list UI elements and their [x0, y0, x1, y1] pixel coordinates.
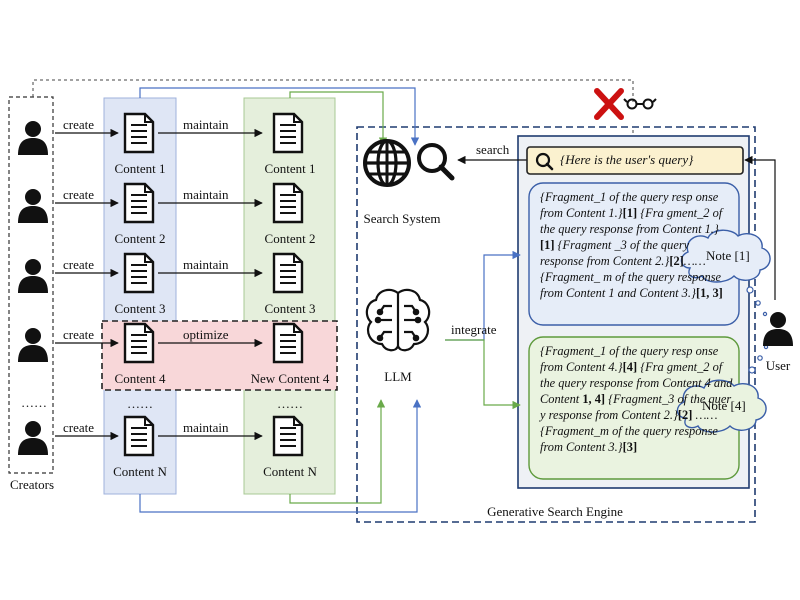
document-icon [123, 182, 155, 224]
document-icon [272, 112, 304, 154]
citation-marker: [2] [677, 408, 693, 422]
new-content-caption: Content 2 [264, 231, 316, 246]
content-caption: Content N [113, 464, 167, 479]
citation-marker: [1] [540, 238, 555, 252]
content-caption: Content 3 [114, 301, 166, 316]
globe-icon [363, 139, 411, 187]
note-4-label: Note [4] [702, 398, 746, 413]
new-content-caption: New Content 4 [250, 371, 330, 386]
response-fragment: {Fragment_3 of the quer y response from … [540, 392, 732, 422]
edge-label-maintain: maintain [183, 420, 229, 435]
search-icon [535, 152, 554, 171]
edge-label-search: search [476, 142, 510, 157]
edge-label-create: create [63, 117, 95, 132]
content-ellipsis: …… [127, 396, 153, 411]
response-text-2: {Fragment_1 of the query resp onse from … [540, 343, 733, 455]
citation-marker: 1, 4] [582, 392, 606, 406]
user-label: User [765, 358, 791, 373]
search-system-label: Search System [363, 211, 441, 226]
edge-label-optimize: optimize [183, 327, 229, 342]
document-icon [272, 252, 304, 294]
top-feedback-line [32, 79, 634, 104]
document-icon [123, 322, 155, 364]
edge-label-maintain: maintain [183, 257, 229, 272]
document-icon [123, 112, 155, 154]
response-fragment: {Fragment_1 of the query resp onse from … [540, 190, 719, 220]
note-1-label: Note [1] [706, 248, 750, 263]
citation-marker: [1] [622, 206, 638, 220]
citation-marker: [3] [622, 440, 638, 454]
response-fragment: {Fragment _3 of the query response from … [540, 238, 690, 268]
note-cloud-1 [680, 229, 771, 283]
edge-label-create: create [63, 327, 95, 342]
new-content-caption: Content 3 [264, 301, 316, 316]
edge-label-create: create [63, 257, 95, 272]
citation-marker: [4] [622, 360, 638, 374]
creators-ellipsis: …… [21, 395, 47, 410]
brain-icon [365, 288, 431, 352]
new-content-caption: Content 1 [264, 161, 316, 176]
content-caption: Content 2 [114, 231, 166, 246]
citation-marker: [1, 3] [695, 286, 723, 300]
magnifier-icon [417, 143, 455, 181]
response-fragment: ……{Fragment_m of the query response from… [540, 408, 718, 454]
glasses-icon [623, 98, 657, 110]
response-text-1: {Fragment_1 of the query resp onse from … [540, 189, 733, 301]
new-content-caption: Content N [263, 464, 317, 479]
new-content-ellipsis: …… [277, 396, 303, 411]
content-caption: Content 4 [114, 371, 166, 386]
edge-label-maintain: maintain [183, 117, 229, 132]
edge-label-maintain: maintain [183, 187, 229, 202]
edge-label-integrate: integrate [451, 322, 497, 337]
response-fragment: ……{Fragment_ m of the query response fro… [540, 254, 722, 300]
llm-label: LLM [384, 369, 412, 384]
note-cloud-4 [676, 379, 767, 433]
edge-label-create: create [63, 420, 95, 435]
document-icon [272, 182, 304, 224]
engine-label: Generative Search Engine [487, 504, 623, 519]
document-icon [123, 415, 155, 457]
document-icon [272, 322, 304, 364]
content-caption: Content 1 [114, 161, 166, 176]
query-box [526, 146, 744, 175]
edge-label-create: create [63, 187, 95, 202]
engine-box [356, 126, 756, 523]
user-icon [763, 312, 793, 346]
cross-icon [594, 88, 624, 120]
creators-label: Creators [9, 477, 55, 492]
query-text[interactable]: {Here is the user's query} [560, 152, 694, 167]
response-fragment: {Fra gment_2 of the query response from … [540, 360, 733, 406]
document-icon [272, 415, 304, 457]
response-fragment: {Fragment_1 of the query resp onse from … [540, 344, 719, 374]
response-fragment: {Fra gment_2 of the query response from … [540, 206, 723, 236]
document-icon [123, 252, 155, 294]
citation-marker: [2] [669, 254, 684, 268]
